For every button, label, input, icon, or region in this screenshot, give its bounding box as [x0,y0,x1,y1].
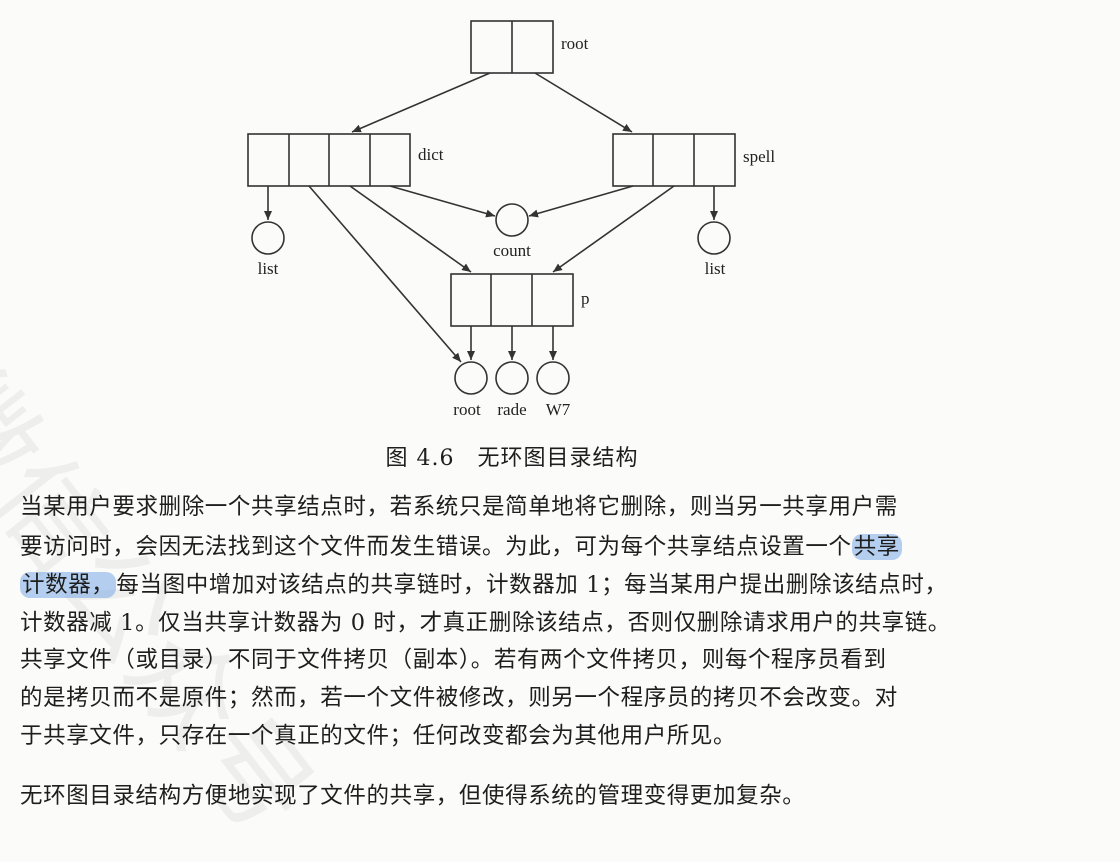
label-list-left: list [258,259,279,278]
edge-dict-p [349,185,472,273]
leaf-root-node [454,361,488,395]
label-root: root [561,34,589,53]
text-line-1: 当某用户要求删除一个共享结点时，若系统只是简单地将它删除，则当另一共享用户需 [20,494,898,520]
label-leaf-w7: W7 [546,400,571,419]
count-node [495,203,529,237]
text-line-5: 共享文件（或目录）不同于文件拷贝（副本）。若有两个文件拷贝，则每个程序员看到 [20,647,887,673]
label-leaf-root: root [453,400,481,419]
text-line-6: 的是拷贝而不是原件；然而，若一个文件被修改，则另一个程序员的拷贝不会改变。对 [20,685,898,711]
label-list-right: list [705,259,726,278]
label-p: p [581,289,590,308]
leaf-w7-node [536,361,570,395]
figure-caption: 图 4.6 无环图目录结构 [385,446,639,471]
edge-root-dict [351,72,491,133]
edge-spell-p [552,185,675,273]
text-line-8: 无环图目录结构方便地实现了文件的共享，但使得系统的管理变得更加复杂。 [20,783,806,809]
spell-node [612,133,736,187]
label-dict: dict [418,145,444,164]
label-count: count [493,241,531,260]
text-line-4: 计数器减 1。仅当共享计数器为 0 时，才真正删除该结点，否则仅删除请求用户的共… [20,610,951,636]
label-spell: spell [743,147,775,166]
label-leaf-rade: rade [497,400,526,419]
leaf-rade-node [495,361,529,395]
edge-root-spell [534,72,633,133]
list-right-node [697,221,731,255]
highlight-mark: 共享 [851,534,902,560]
edge-dict-leafroot [308,185,462,363]
highlight-mark: 计数器， [20,572,117,598]
text-line-7: 于共享文件，只存在一个真正的文件；任何改变都会为其他用户所见。 [20,723,737,749]
text-line-3: 计数器，每当图中增加对该结点的共享链时，计数器加 1；每当某用户提出删除该结点时… [20,572,948,598]
list-left-node [251,221,285,255]
text-line-2: 要访问时，会因无法找到这个文件而发生错误。为此，可为每个共享结点设置一个共享 [20,534,902,560]
p-node [450,273,574,327]
directory-graph-diagram: root dict spell count list list p root r… [247,20,775,419]
edge-dict-count [389,185,496,218]
edge-spell-count [528,185,634,218]
